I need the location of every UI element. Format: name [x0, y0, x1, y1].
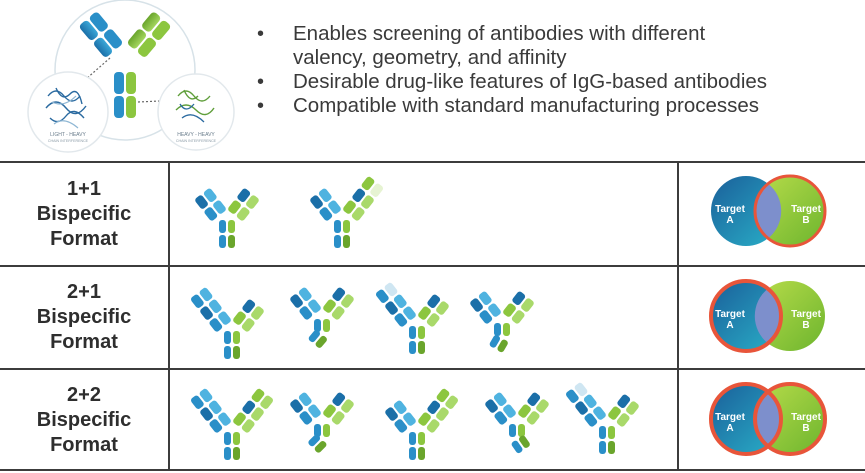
- venn-1-target-b-label: Target: [791, 204, 821, 215]
- feature-bullets: Enables screening of antibodies with dif…: [255, 22, 767, 118]
- antibody-2plus1-a: [191, 287, 264, 359]
- bullet-screening: Enables screening of antibodies with dif…: [255, 22, 767, 70]
- row-2-ratio: 2+1: [67, 281, 101, 303]
- venn-2-target-b-letter: B: [802, 320, 809, 331]
- row-3-bispecific: Bispecific: [36, 409, 132, 431]
- venn-3-target-b-letter: B: [802, 423, 809, 434]
- venn-2-target-a-letter: A: [726, 320, 733, 331]
- formats-1plus1: [195, 176, 383, 248]
- venn-1-target-a-label: Target: [715, 204, 745, 215]
- antibody-2plus2-e: [566, 382, 639, 454]
- venn-3-target-a-letter: A: [726, 423, 733, 434]
- table-divider-1: [0, 265, 865, 267]
- bullet-drug-like: Desirable drug-like features of IgG-base…: [255, 70, 767, 94]
- venn-2-target-b-label: Target: [791, 309, 821, 320]
- table-divider-2: [0, 368, 865, 370]
- hero-right-label: HEAVY - HEAVY: [177, 132, 215, 138]
- bullet-manufacturing: Compatible with standard manufacturing p…: [255, 94, 767, 118]
- row-3-format: Format: [50, 434, 118, 456]
- venn-2plus1: Target A Target B: [709, 279, 825, 353]
- hero-left-label: LIGHT - HEAVY: [50, 132, 86, 138]
- row-label-1plus1: 1+1 Bispecific Format: [0, 177, 168, 252]
- venn-2-outline-a: [709, 279, 783, 353]
- antibody-2plus2-a: [191, 388, 273, 460]
- venn-2-overlap: [754, 288, 782, 344]
- hero-right-sublabel: CHAIN INTERFERENCE: [176, 139, 217, 143]
- antibody-2plus1-b: [290, 287, 354, 348]
- table-column-divider-2: [677, 161, 679, 471]
- venn-3-overlap: [754, 391, 782, 447]
- venn-2-target-a-label: Target: [715, 309, 745, 320]
- table-border-top: [0, 161, 865, 163]
- row-1-format: Format: [50, 228, 118, 250]
- antibody-2plus2-c: [385, 388, 458, 460]
- row-3-ratio: 2+2: [67, 384, 101, 406]
- venn-3-outline-b: [753, 382, 827, 456]
- table-border-bottom: [0, 469, 865, 471]
- antibody-1plus1-a: [195, 188, 259, 248]
- antibody-hero-illustration: LIGHT - HEAVY CHAIN INTERFERENCE HEAVY -…: [27, 0, 235, 153]
- venn-1-overlap: [754, 183, 782, 239]
- antibody-1plus1-b: [310, 176, 383, 248]
- venn-1-target-a-letter: A: [726, 215, 733, 226]
- bullet-screening-line2: valency, geometry, and affinity: [293, 46, 567, 69]
- antibody-2plus2-b: [290, 392, 354, 453]
- row-label-2plus2: 2+2 Bispecific Format: [0, 383, 168, 458]
- venn-3-outline-a: [709, 382, 783, 456]
- antibody-2plus1-c: [376, 282, 449, 354]
- bullet-screening-line1: Enables screening of antibodies with dif…: [293, 22, 706, 45]
- row-label-2plus1: 2+1 Bispecific Format: [0, 280, 168, 355]
- venn-3-target-b-label: Target: [791, 412, 821, 423]
- formats-2plus2: [191, 382, 639, 460]
- venn-1-outline-b: [753, 174, 827, 248]
- venn-1plus1: Target A Target B: [711, 174, 827, 248]
- venn-2plus2: Target A Target B: [709, 382, 827, 456]
- table-column-divider-1: [168, 161, 170, 471]
- venn-3-target-a-label: Target: [715, 412, 745, 423]
- row-2-bispecific: Bispecific: [36, 306, 132, 328]
- formats-2plus1: [191, 282, 534, 359]
- row-1-bispecific: Bispecific: [36, 203, 132, 225]
- row-2-format: Format: [50, 331, 118, 353]
- venn-1-target-b-letter: B: [802, 215, 809, 226]
- antibody-2plus2-d: [485, 392, 549, 454]
- row-1-ratio: 1+1: [67, 178, 101, 200]
- antibody-2plus1-d: [470, 291, 534, 353]
- hero-left-sublabel: CHAIN INTERFERENCE: [48, 139, 89, 143]
